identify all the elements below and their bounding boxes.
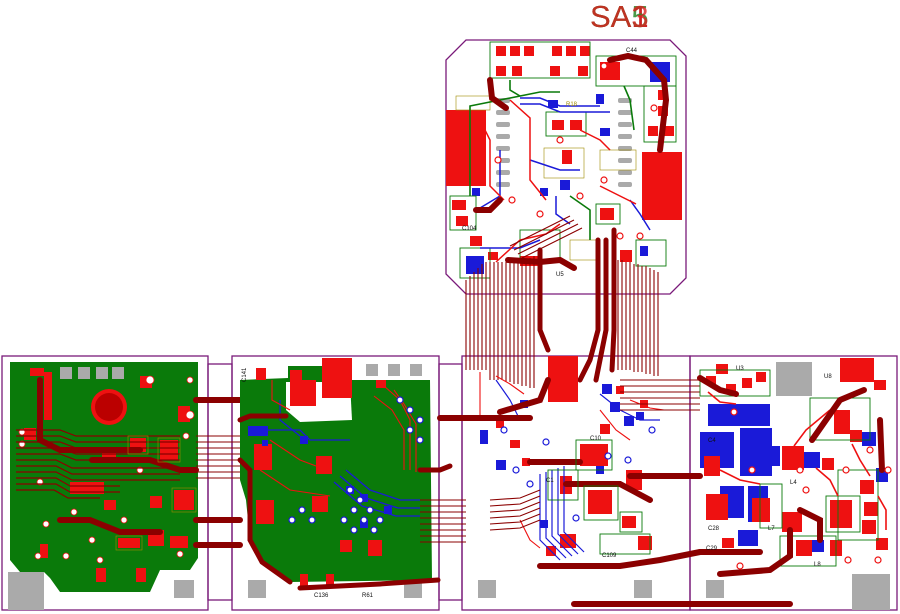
designator-c44: C44 — [626, 48, 638, 54]
designator-u8: U8 — [824, 374, 832, 380]
designator-c141: C141 — [242, 367, 248, 382]
grey-pad — [388, 364, 400, 376]
designator-l8: L8 — [814, 562, 821, 568]
corner-pad-grey — [776, 362, 812, 396]
layer-mark-sa1: SA1 — [590, 0, 649, 34]
panel-1-ground-pour — [8, 362, 200, 610]
corner-pad-grey — [852, 574, 890, 610]
layer-mark-sa3: SA3 — [590, 0, 649, 34]
designator-c136: C136 — [314, 593, 329, 599]
grey-pad — [366, 364, 378, 376]
outline-bridge-1 — [207, 363, 233, 601]
grey-pad — [78, 367, 90, 379]
grey-pad — [112, 367, 124, 379]
grey-pad — [96, 367, 108, 379]
layer-mark-sa5: SA5 — [590, 0, 649, 34]
outline-panel-4 — [689, 355, 898, 611]
designator-r18: R18 — [566, 102, 578, 108]
designator-c28: C28 — [708, 526, 720, 532]
copper-block-center — [548, 356, 578, 402]
corner-pad-grey — [634, 580, 652, 598]
designator-c4: C4 — [708, 438, 716, 444]
designator-r61: R61 — [362, 593, 374, 599]
ground-pour-panel-2 — [240, 366, 432, 582]
copper-block-u8 — [840, 358, 874, 382]
corner-pad-grey — [174, 580, 194, 598]
grey-pad — [410, 364, 422, 376]
corner-pad-grey — [706, 580, 724, 598]
corner-pad-grey — [8, 572, 44, 610]
copper-block-right — [642, 152, 682, 220]
grey-pad — [60, 367, 72, 379]
designator-l7: L7 — [768, 526, 775, 532]
copper-block-left — [446, 110, 486, 186]
designator-c1: C1 — [546, 478, 554, 484]
designator-c29: C29 — [706, 546, 718, 552]
designator-l4: L4 — [790, 480, 797, 486]
panel-4-layout: U8 U3 C4 L4 L7 L8 C28 C29 — [697, 358, 892, 610]
top-board-layout: C44 R18 C104 U5 — [446, 41, 682, 388]
designator-u5: U5 — [556, 272, 564, 278]
corner-pad-grey — [248, 580, 266, 598]
designator-c104: C104 — [462, 226, 477, 232]
outline-bridge-2 — [438, 363, 463, 601]
bridge-1-traces — [193, 397, 243, 548]
panel-2-layout: C141 C136 R61 — [237, 358, 466, 599]
corner-pad-grey — [478, 580, 496, 598]
designator-u3: U3 — [736, 366, 744, 372]
panel-3-layout: C10 C109 C1 — [437, 356, 793, 607]
layer-title-stack: SA1 SA5 SA3 — [590, 0, 680, 34]
designator-c109: C109 — [602, 553, 617, 559]
designator-c10: C10 — [590, 436, 602, 442]
